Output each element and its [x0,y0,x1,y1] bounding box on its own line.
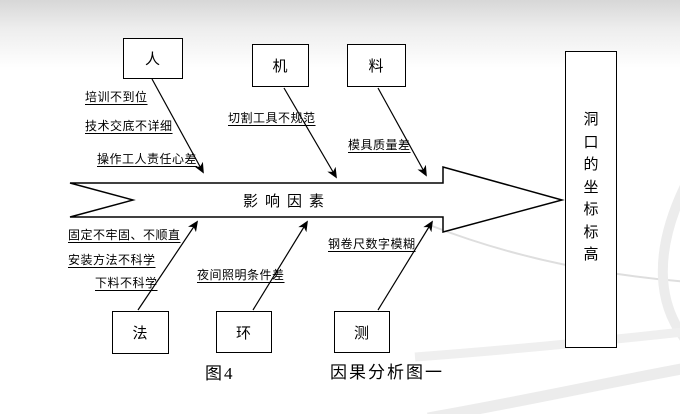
category-label: 料 [368,59,385,75]
category-label: 人 [144,52,161,68]
diagram-title-caption: 因果分析图一 [330,363,444,382]
connector-ji [283,87,337,179]
cause-label: 固定不牢固、不顺直 [68,228,181,242]
category-box-huan: 环 [216,311,272,353]
category-box-ren: 人 [123,38,183,79]
cause-label: 钢卷尺数字模糊 [328,237,416,251]
category-label: 测 [353,325,370,342]
cause-label: 安装方法不科学 [68,253,156,267]
category-label: 法 [132,326,149,342]
connector-ce [377,220,433,311]
category-label: 机 [272,59,289,75]
figure-number-caption: 图4 [205,364,235,383]
effect-label: 洞口的坐标标高 [583,112,599,263]
cause-label: 技术交底不详细 [85,119,173,133]
cause-label: 夜间照明条件差 [197,268,285,282]
category-box-liao: 料 [347,44,406,87]
connector-fa [137,220,199,311]
cause-label: 切割工具不规范 [228,111,316,125]
cause-label: 操作工人责任心差 [97,152,198,166]
category-box-ce: 测 [334,311,390,353]
spine-block-arrow [69,166,565,233]
cause-label: 下料不科学 [95,276,158,290]
background-swoosh-curves [414,185,680,414]
cause-label: 培训不到位 [85,90,148,104]
cause-label: 模具质量差 [348,138,411,152]
category-box-ji: 机 [252,44,309,87]
category-box-fa: 法 [112,311,169,354]
category-label: 环 [235,325,252,342]
connector-huan [252,220,308,311]
effect-box: 洞口的坐标标高 [565,51,617,348]
connector-liao [377,87,427,177]
branch-connectors [137,78,433,311]
spine-label: 影响因素 [243,194,332,210]
connector-ren [151,78,204,174]
